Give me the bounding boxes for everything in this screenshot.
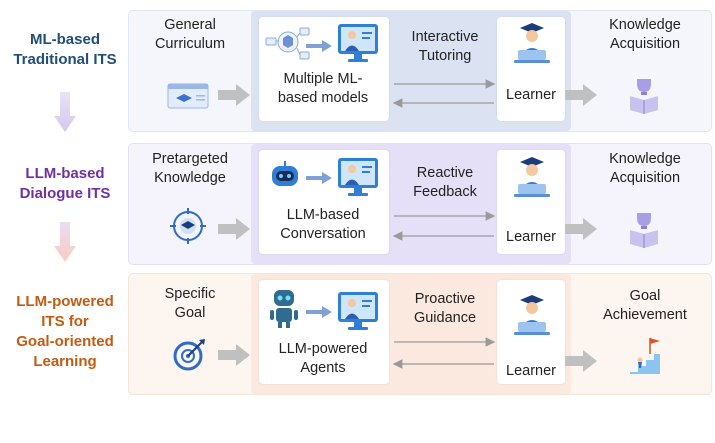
interaction-label: Proactive Guidance [413, 291, 477, 326]
row-dialogue [128, 143, 712, 265]
row-goal-oriented [128, 273, 712, 395]
teacher-screen-icon [338, 292, 378, 330]
flow-arrow [565, 84, 597, 106]
learner-label: Learner [506, 363, 556, 379]
flow-arrow [218, 344, 250, 366]
teacher-screen-icon [338, 158, 378, 196]
ml-models-icon [265, 27, 310, 60]
small-arrow [306, 306, 332, 318]
flow-arrow [218, 218, 250, 240]
knowledge-icon [630, 213, 658, 248]
outcome-label: Knowledge Acquisition [609, 151, 681, 186]
model-label: Multiple ML- based models [277, 71, 369, 106]
interaction-label: Interactive Tutoring [411, 29, 479, 64]
learner-icon [514, 23, 550, 63]
curriculum-icon [167, 83, 209, 109]
row-label-ml: ML-based Traditional ITS [13, 31, 117, 68]
learner-icon [514, 157, 550, 197]
flow-arrow [565, 218, 597, 240]
model-label: LLM-powered Agents [278, 341, 368, 376]
learner-label: Learner [506, 229, 556, 245]
input-label: General Curriculum [154, 17, 226, 52]
learner-label: Learner [506, 87, 556, 103]
agent-robot-icon [270, 290, 298, 328]
knowledge-icon [630, 79, 658, 114]
input-label: Pretargeted Knowledge [152, 151, 228, 186]
teacher-screen-icon [338, 24, 378, 62]
flow-arrow [218, 84, 250, 106]
row-label-dialogue: LLM-based Dialogue ITS [19, 165, 111, 202]
robot-icon [272, 161, 298, 186]
goal-stairs-icon [630, 338, 660, 374]
down-arrow-1 [54, 92, 76, 132]
interaction-label: Reactive Feedback [413, 165, 477, 200]
small-arrow [306, 40, 332, 52]
row-ml-based [128, 10, 712, 132]
outcome-label: Knowledge Acquisition [609, 17, 681, 52]
learner-icon [514, 295, 550, 335]
row-label-goal: LLM-powered ITS for Goal-oriented Learni… [16, 293, 114, 370]
flow-arrow [565, 350, 597, 372]
outcome-label: Goal Achievement [603, 288, 687, 323]
input-label: Specific Goal [164, 286, 216, 321]
goal-target-icon [173, 339, 205, 371]
target-icon [170, 208, 206, 244]
down-arrow-2 [54, 222, 76, 262]
small-arrow [306, 172, 332, 184]
model-label: LLM-based Conversation [280, 207, 366, 242]
